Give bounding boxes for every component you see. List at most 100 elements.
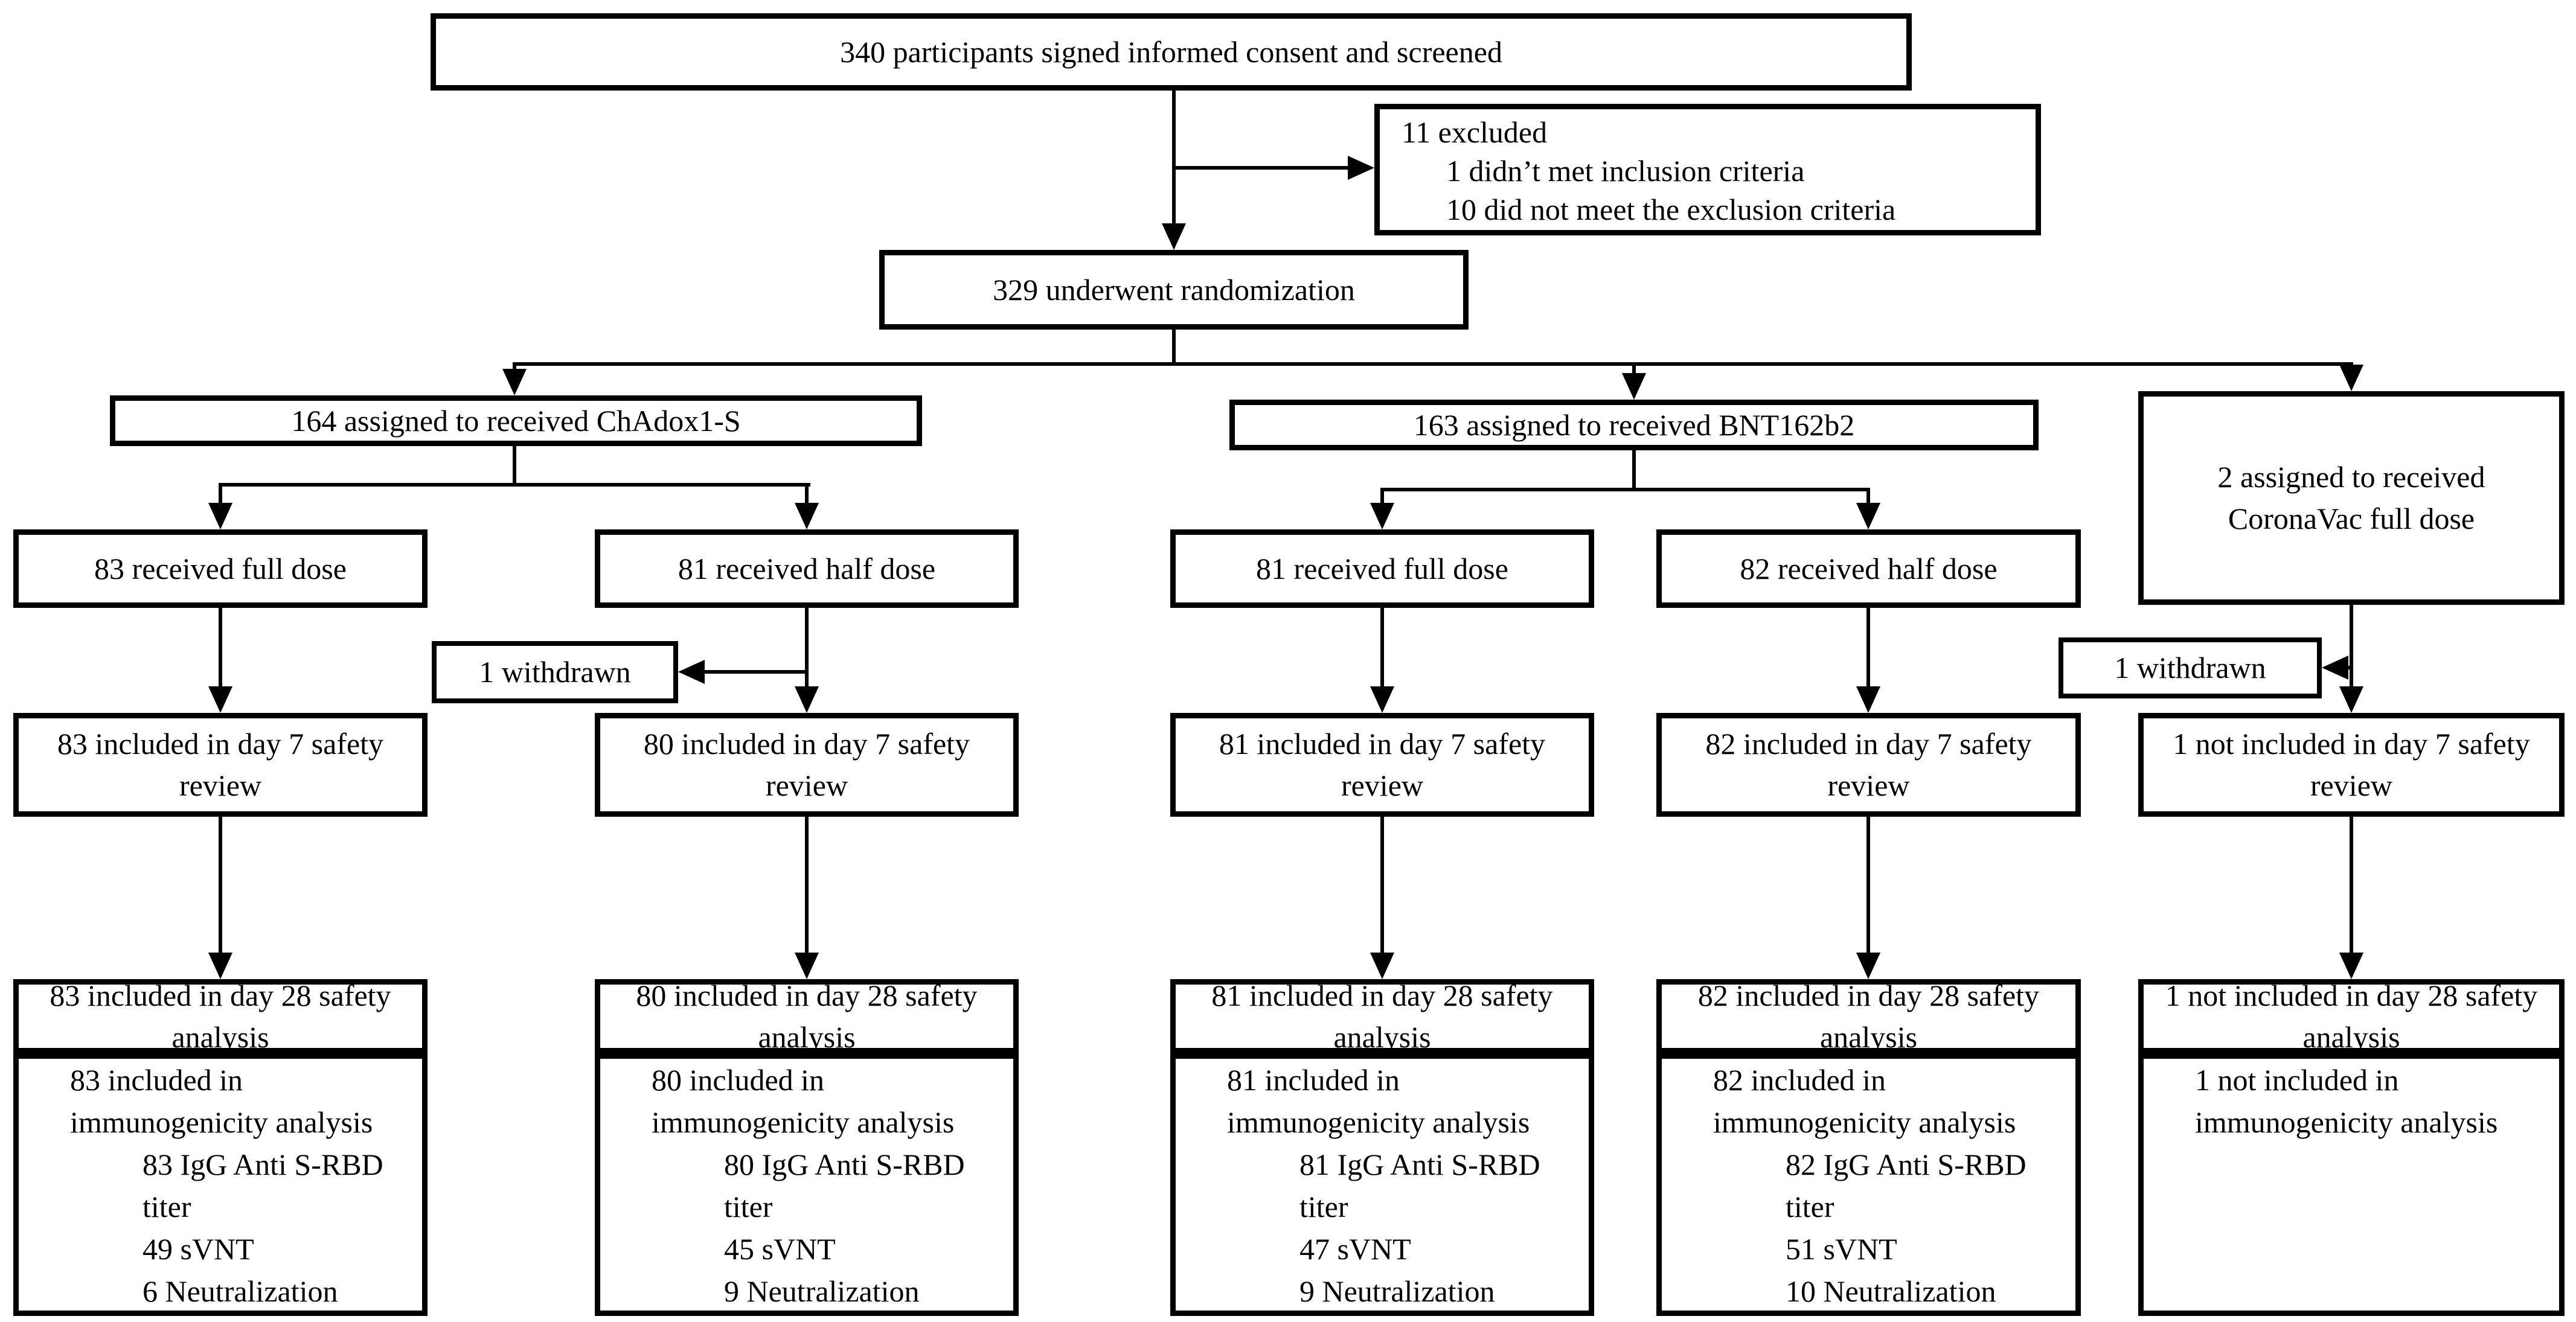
rail-randomization (513, 362, 2353, 366)
arrowhead-down-icon (1370, 686, 1394, 713)
connector-to-excluded (1174, 166, 1350, 170)
immuno-box-col2: 80 included in immunogenicity analysis 8… (595, 1053, 1019, 1316)
arm-chadox-box: 164 assigned to received ChAdox1-S (110, 395, 922, 446)
connector-col3-day28 (1380, 817, 1384, 954)
day7-text: 83 included in day 7 safety review (57, 727, 384, 802)
arrowhead-down-icon (208, 953, 232, 979)
arrowhead-down-icon (1370, 953, 1394, 979)
immuno-box-col4: 82 included in immunogenicity analysis 8… (1656, 1053, 2081, 1316)
immuno-item: 6 Neutralization (143, 1274, 338, 1308)
withdrawn-box-coronavac: 1 withdrawn (2059, 637, 2322, 698)
randomized-box: 329 underwent randomization (879, 250, 1469, 330)
connector-col4-day28 (1866, 817, 1870, 954)
immuno-item: 81 IgG Anti S-RBD titer (1299, 1148, 1540, 1224)
connector-rail-bnt (1632, 366, 1636, 375)
withdrawn-text: 1 withdrawn (2114, 651, 2266, 685)
immuno-item: 9 Neutralization (1299, 1274, 1495, 1308)
day7-box-col4: 82 included in day 7 safety review (1656, 713, 2081, 817)
connector-randomized-rail (1172, 329, 1176, 364)
arm-bnt-box: 163 assigned to received BNT162b2 (1229, 400, 2039, 450)
immuno-line: 81 included in (1227, 1063, 1400, 1097)
immuno-line: 1 not included in (2195, 1063, 2399, 1097)
connector-col2-day7 (805, 608, 809, 688)
withdrawn-text: 1 withdrawn (479, 655, 631, 689)
day28-text: 1 not included in day 28 safety analysis (2165, 978, 2538, 1054)
day7-text: 82 included in day 7 safety review (1705, 727, 2032, 802)
connector-col4-day7 (1866, 608, 1870, 688)
immuno-box-col1: 83 included in immunogenicity analysis 8… (13, 1053, 428, 1316)
arrowhead-down-icon (1622, 373, 1646, 400)
immuno-line: 80 included in (652, 1063, 825, 1097)
arm-bnt-text: 163 assigned to received BNT162b2 (1413, 407, 1855, 442)
connector-col2-day28 (805, 817, 809, 954)
day7-text: 80 included in day 7 safety review (643, 727, 970, 802)
dose-box-bnt-half: 82 received half dose (1656, 529, 2081, 608)
day28-text: 82 included in day 28 safety analysis (1697, 978, 2040, 1054)
connector-bnt-split (1632, 450, 1636, 488)
arrowhead-down-icon (795, 503, 819, 529)
dose-text: 81 received full dose (1256, 551, 1508, 586)
excluded-line: 1 didn’t met inclusion criteria (1446, 154, 1805, 188)
arrowhead-down-icon (2339, 686, 2363, 713)
day7-box-col2: 80 included in day 7 safety review (595, 713, 1019, 817)
connector-col5-day28 (2350, 817, 2353, 954)
connector-screened-randomized (1172, 91, 1176, 226)
connector-bnt-full-drop (1380, 491, 1384, 505)
dose-box-chadox-full: 83 received full dose (13, 529, 428, 608)
rail-chadox (219, 483, 810, 487)
day7-text: 81 included in day 7 safety review (1219, 727, 1546, 802)
arrowhead-down-icon (208, 503, 232, 529)
day28-text: 83 included in day 28 safety analysis (50, 978, 391, 1054)
arrowhead-down-icon (2339, 953, 2363, 979)
immuno-line: immunogenicity analysis (70, 1105, 373, 1139)
immuno-item: 45 sVNT (724, 1232, 836, 1266)
day28-box-col5: 1 not included in day 28 safety analysis (2138, 979, 2565, 1054)
immuno-line: 82 included in (1713, 1063, 1886, 1097)
connector-col3-day7 (1380, 608, 1384, 688)
arrowhead-left-icon (678, 660, 705, 684)
arm-coronavac-text: 2 assigned to received CoronaVac full do… (2217, 460, 2485, 535)
connector-col5-day7 (2350, 605, 2353, 688)
connector-col5-withdrawn (2347, 666, 2353, 669)
excluded-line: 11 excluded (1402, 115, 1548, 149)
immuno-item: 10 Neutralization (1786, 1274, 1996, 1308)
connector-col1-day28 (219, 817, 222, 954)
immuno-item: 83 IgG Anti S-RBD titer (143, 1148, 383, 1224)
connector-chadox-split (513, 446, 516, 483)
day28-box-col2: 80 included in day 28 safety analysis (595, 979, 1019, 1054)
arrowhead-down-icon (208, 686, 232, 713)
immuno-box-col5: 1 not included in immunogenicity analysi… (2138, 1053, 2565, 1316)
arrowhead-down-icon (1856, 953, 1880, 979)
immuno-line: immunogenicity analysis (652, 1105, 955, 1139)
immuno-line: immunogenicity analysis (1227, 1105, 1530, 1139)
immuno-item: 47 sVNT (1299, 1232, 1411, 1266)
arrowhead-right-icon (1348, 156, 1374, 180)
randomized-text: 329 underwent randomization (993, 272, 1355, 307)
arrowhead-down-icon (1370, 503, 1394, 529)
dose-text: 81 received half dose (678, 551, 936, 586)
rail-bnt (1380, 488, 1870, 491)
dose-box-bnt-full: 81 received full dose (1170, 529, 1594, 608)
day28-box-col4: 82 included in day 28 safety analysis (1656, 979, 2081, 1054)
connector-chadox-half-drop (805, 487, 809, 505)
immuno-item: 80 IgG Anti S-RBD titer (724, 1148, 965, 1224)
day7-box-col3: 81 included in day 7 safety review (1170, 713, 1594, 817)
arm-coronavac-box: 2 assigned to received CoronaVac full do… (2138, 391, 2565, 605)
arrowhead-down-icon (795, 686, 819, 713)
dose-text: 83 received full dose (94, 551, 347, 586)
connector-col2-withdrawn (705, 670, 809, 674)
excluded-line: 10 did not meet the exclusion criteria (1446, 193, 1896, 226)
immuno-item: 82 IgG Anti S-RBD titer (1786, 1148, 2027, 1224)
screened-text: 340 participants signed informed consent… (840, 34, 1502, 69)
arrowhead-down-icon (1162, 223, 1186, 250)
arrowhead-left-icon (2322, 656, 2348, 680)
connector-col1-day7 (219, 608, 222, 688)
immuno-line: immunogenicity analysis (1713, 1105, 2016, 1139)
connector-chadox-full-drop (219, 487, 222, 505)
day28-text: 81 included in day 28 safety analysis (1211, 978, 1553, 1054)
immuno-item: 9 Neutralization (724, 1274, 920, 1308)
withdrawn-box-chadox-half: 1 withdrawn (432, 641, 678, 703)
day7-box-col1: 83 included in day 7 safety review (13, 713, 428, 817)
dose-text: 82 received half dose (1740, 551, 1998, 586)
